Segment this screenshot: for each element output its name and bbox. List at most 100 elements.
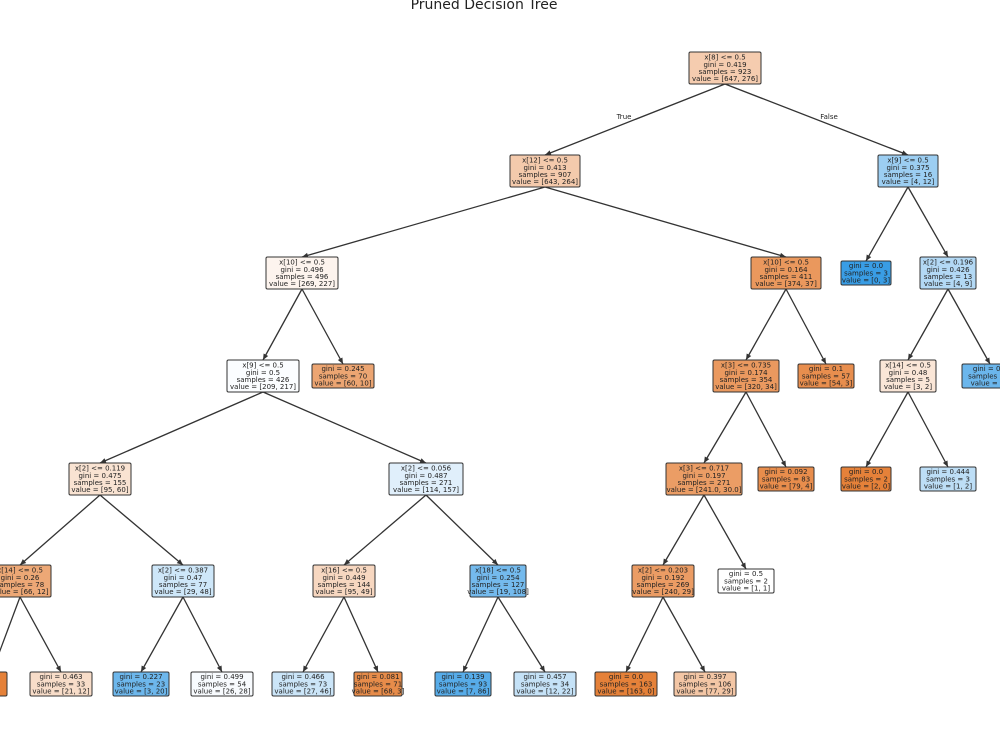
tree-edge — [785, 288, 827, 365]
tree-node-line: x[14] <= 0.5 — [885, 362, 931, 370]
tree-node-line: gini = 0.245 — [321, 365, 364, 373]
tree-node-line: samples = 923 — [699, 68, 752, 76]
tree-node-line: gini = 0.475 — [78, 472, 121, 480]
tree-node-line: gini = 0.397 — [683, 673, 726, 681]
tree-node-box — [797, 363, 855, 389]
tree-edge — [262, 391, 427, 464]
tree-node-line: samples = 8 — [968, 372, 1000, 380]
tree-node-line: x[2] <= 0.203 — [638, 567, 688, 575]
tree-node-line: samples = 3 — [926, 475, 970, 483]
tree-node-line: gini = 0.2 — [973, 365, 1000, 373]
tree-node-box — [712, 359, 780, 393]
tree-node-line: value = [12, 22] — [516, 688, 573, 696]
tree-node-line: value = [95, 49] — [315, 588, 372, 596]
tree-edge-arrowhead — [746, 353, 752, 360]
tree-edge — [703, 391, 747, 464]
tree-node-box — [353, 671, 403, 697]
tree-edge-arrowhead — [908, 353, 914, 360]
tree-edge — [662, 596, 706, 673]
tree-node-box — [509, 154, 581, 188]
tree-edge-arrowhead — [866, 460, 872, 467]
tree-node-box — [594, 671, 658, 697]
tree-edge — [865, 391, 909, 468]
tree-node-line: value = [4, 12] — [882, 178, 935, 186]
tree-edge — [343, 596, 379, 673]
tree-node-line: samples = 155 — [74, 479, 127, 487]
tree-node-box — [190, 671, 254, 697]
tree-node-line: gini = 0.48 — [889, 369, 928, 377]
tree-node-line: value = [269, 227] — [269, 280, 335, 288]
tree-node-line: gini = 0.449 — [322, 574, 365, 582]
tree-node-box — [879, 359, 937, 393]
tree-edge-arrowhead — [539, 665, 545, 672]
tree-node-line: x[9] <= 0.5 — [887, 157, 928, 165]
edge-labels: True False — [616, 113, 838, 121]
tree-node-line: samples = 57 — [802, 372, 850, 380]
tree-edge-arrowhead — [463, 665, 468, 672]
tree-node-box — [673, 671, 737, 697]
tree-node-line: samples = 54 — [198, 680, 247, 688]
tree-node-line: x[2] <= 0.056 — [401, 465, 452, 473]
tree-edge-arrowhead — [141, 665, 147, 672]
tree-node-line: gini = 0.444 — [926, 468, 970, 476]
tree-node-line: x[2] <= 0.387 — [158, 567, 208, 575]
tree-edge-arrowhead — [942, 460, 948, 467]
tree-node-line: samples = 496 — [276, 273, 329, 281]
tree-node-line: value = [2, 0] — [842, 483, 891, 491]
tree-node-line: samples = 411 — [760, 273, 813, 281]
tree-node-line: gini = 0.47 — [164, 574, 203, 582]
tree-edge-arrowhead — [263, 353, 269, 360]
tree-node-line: value = [1, — [971, 380, 1000, 388]
tree-node-line: value = [95, 60] — [71, 486, 128, 494]
tree-edge — [544, 83, 726, 156]
tree-node-line: gini = 0.487 — [404, 472, 447, 480]
tree-edge — [425, 494, 499, 566]
tree-node-line: gini = 0.466 — [281, 673, 325, 681]
tree-node-box — [631, 564, 695, 598]
tree-edge — [907, 186, 949, 258]
tree-node-line: x[10] <= 0.5 — [279, 259, 325, 267]
tree-node-box — [29, 671, 93, 697]
tree-node-line: x[3] <= 0.717 — [679, 465, 729, 473]
tree-node-line: samples = 71 — [354, 680, 402, 688]
tree-edge — [301, 288, 344, 365]
tree-node-line: value = [7, 86] — [437, 688, 490, 696]
tree-edge-arrowhead — [704, 456, 710, 463]
tree-node-line: value = [163, 0] — [597, 688, 654, 696]
tree-node-box — [434, 671, 492, 697]
tree-node-box — [840, 260, 892, 286]
tree-node-box — [688, 51, 762, 85]
tree-node-line: gini = 0.5 — [246, 369, 280, 377]
tree-node-line: gini = 0.426 — [926, 266, 970, 274]
tree-node-line: samples = 23 — [117, 680, 165, 688]
tree-node-line: gini = 0.419 — [703, 61, 746, 69]
tree-node-line: value = [60, 10] — [314, 380, 371, 388]
tree-node-line: samples = 33 — [37, 680, 85, 688]
tree-edge — [544, 186, 787, 258]
tree-edge-arrowhead — [984, 357, 990, 364]
tree-node-line: samples = 271 — [400, 479, 453, 487]
tree-node-line: samples = 13 — [924, 273, 972, 281]
tree-node-line: x[14] <= 0.5 — [0, 567, 43, 575]
tree-node-line: gini = 0.0 — [849, 468, 883, 476]
tree-edge — [865, 186, 909, 262]
tree-node-line: gini = 0.227 — [119, 673, 162, 681]
tree-node-line: samples = 144 — [318, 581, 371, 589]
tree-node-line: value = [320, 34] — [715, 383, 777, 391]
tree-edge — [301, 186, 546, 258]
tree-node-box — [226, 359, 300, 393]
